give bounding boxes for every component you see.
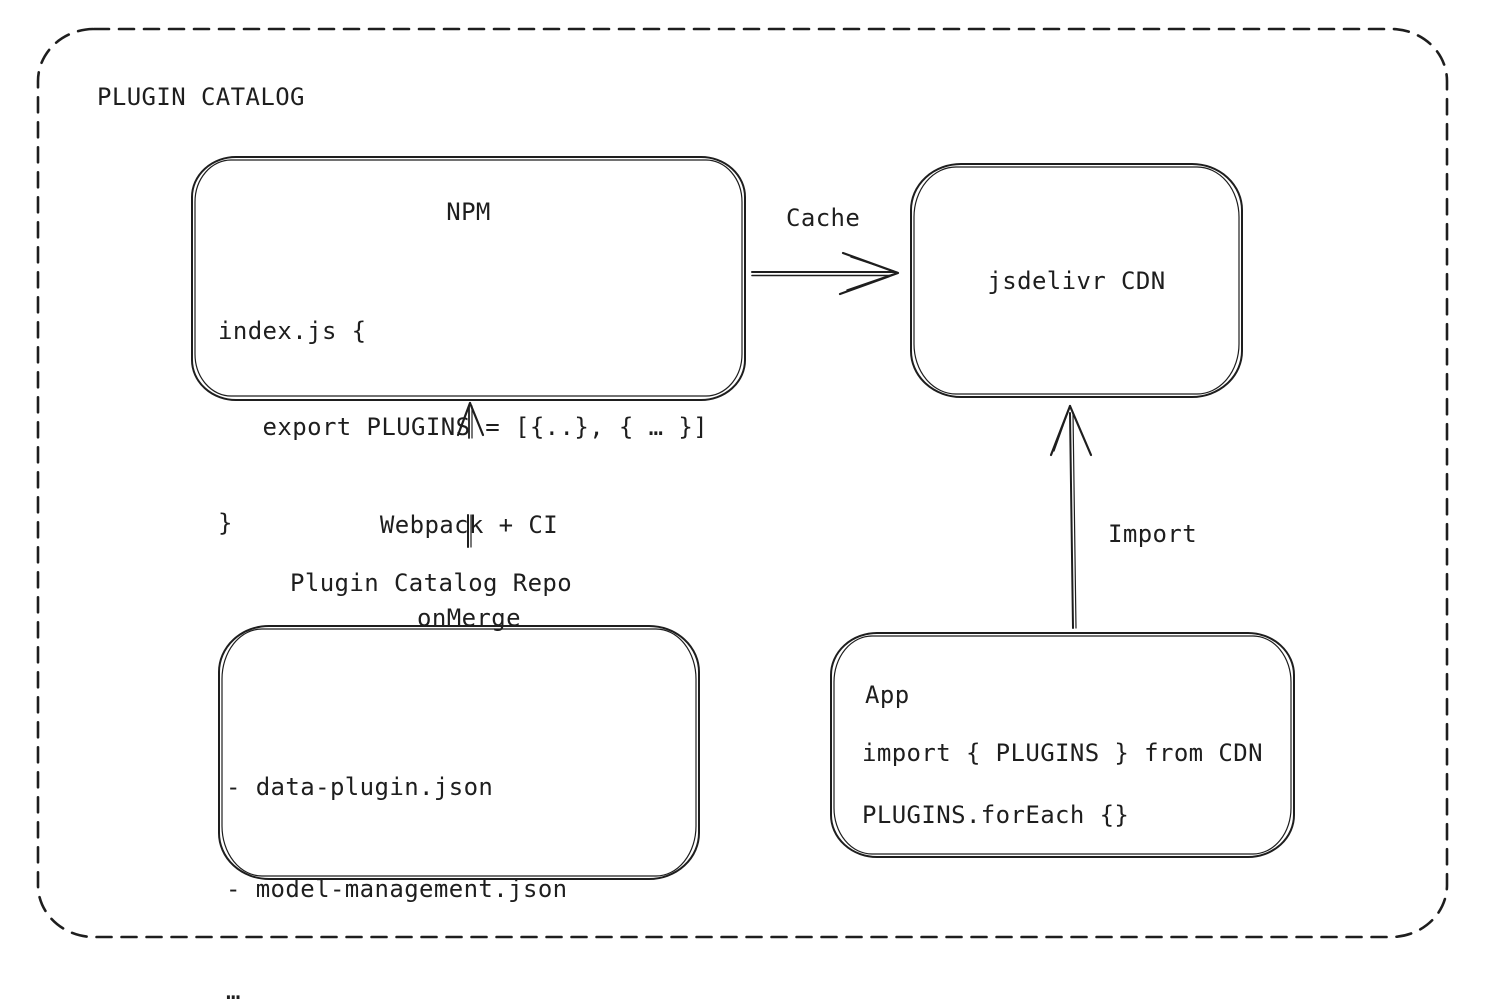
app-box-outline (830, 632, 1295, 858)
app-code-line: PLUGINS.forEach {} (862, 801, 1130, 829)
build-arrow-label-line2: onMerge (417, 604, 521, 632)
outer-frame (36, 27, 1449, 939)
import-arrow-icon (1049, 404, 1093, 629)
npm-code-block: index.js { export PLUGINS = [{..}, { … }… (218, 251, 708, 603)
cdn-box: jsdelivr CDN (910, 163, 1243, 398)
repo-box-outline (218, 625, 700, 880)
build-arrow-icon (456, 401, 485, 439)
npm-box-outline (191, 156, 746, 401)
diagram-title: PLUGIN CATALOG (97, 83, 305, 111)
app-code-line: import { PLUGINS } from CDN (862, 739, 1263, 767)
npm-code-line: index.js { (218, 317, 367, 345)
import-arrow-label: Import (1108, 520, 1198, 548)
cache-arrow-label: Cache (786, 204, 861, 232)
cdn-box-outline (910, 163, 1243, 398)
build-arrow-label-line1: Webpack + CI (379, 511, 559, 539)
npm-box: NPM index.js { export PLUGINS = [{..}, {… (192, 157, 745, 537)
npm-box-title: NPM (446, 198, 491, 226)
cache-arrow-icon (751, 251, 900, 296)
repo-box-title: Plugin Catalog Repo (290, 569, 573, 597)
cdn-box-label: jsdelivr CDN (987, 266, 1166, 295)
build-arrow-tail (467, 514, 472, 548)
repo-file-item: … (226, 977, 241, 1002)
npm-code-line: } (218, 509, 233, 537)
repo-file-list: - data-plugin.json - model-management.js… (226, 702, 568, 1002)
repo-box: - data-plugin.json - model-management.js… (218, 625, 700, 1002)
repo-file-item: - data-plugin.json (226, 773, 494, 801)
npm-code-line: export PLUGINS = [{..}, { … }] (218, 413, 709, 441)
app-box-title: App (865, 681, 910, 709)
repo-file-item: - model-management.json (226, 875, 568, 903)
app-box: App import { PLUGINS } from CDN PLUGINS.… (830, 632, 1295, 858)
build-arrow-label: Webpack + CI onMerge (349, 448, 589, 696)
